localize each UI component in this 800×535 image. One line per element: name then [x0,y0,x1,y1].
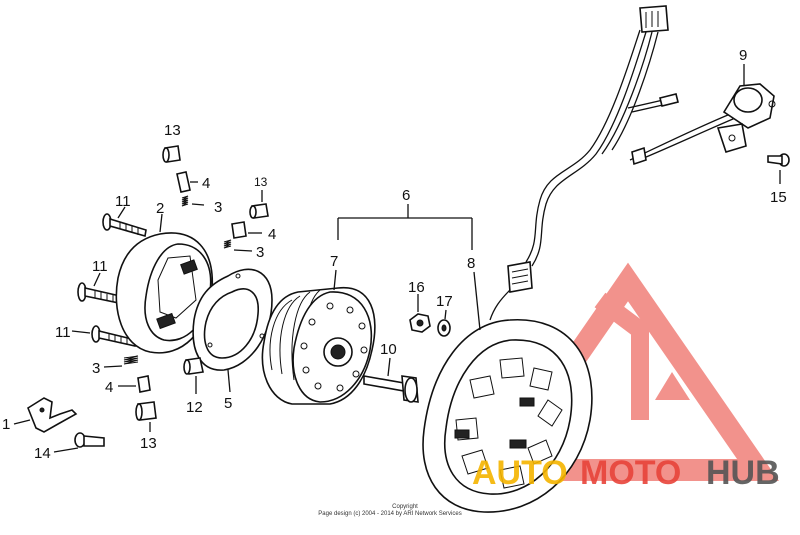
copyright-line-2: Page design (c) 2004 - 2014 by ARI Netwo… [318,511,461,517]
part-8-stator [422,319,593,513]
part-4-pin-mid [231,221,262,239]
copyright-notice: Copyright Page design (c) 2004 - 2014 by… [318,504,461,517]
copyright-line-1: Copyright [392,504,418,510]
part-3-spring-top [181,195,205,207]
callout-6: 6 [402,187,410,204]
callout-3-mid: 3 [256,244,264,261]
callout-9: 9 [739,47,747,64]
group-6-bracket [333,204,481,331]
part-12-dowel [183,357,204,394]
callout-13-mid: 13 [254,175,268,189]
watermark-hub: HUB [706,454,780,492]
part-11-bolt-upper [102,206,147,238]
callout-11-upper: 11 [115,193,131,210]
callout-1: 1 [2,416,10,433]
part-13-dowel-mid [249,190,269,219]
part-14-bolt [53,432,105,453]
watermark-moto: MOTO [580,454,681,492]
part-17-washer [437,309,451,337]
callout-8: 8 [467,255,475,272]
part-9-sensor [716,64,776,153]
part-10-bolt [363,357,419,403]
part-3-spring-mid [223,239,253,252]
part-13-dowel-top [162,145,181,163]
callout-15: 15 [770,189,787,206]
part-4-pin-lower [118,375,151,393]
part-13-dowel-lower [135,401,157,432]
callout-17: 17 [436,293,453,310]
callout-5: 5 [224,395,232,412]
callout-16: 16 [408,279,425,296]
part-11-bolt-lower [71,325,137,347]
callout-13-top: 13 [164,122,181,139]
callout-4-top: 4 [202,175,210,192]
part-7-rotor [261,286,376,405]
callout-12: 12 [186,399,203,416]
watermark-auto: AUTO [472,454,568,492]
part-5-gasket [192,268,273,393]
part-11-bolt-middle [77,272,121,304]
callout-4-lower: 4 [105,379,113,396]
part-16-nut [409,294,431,333]
callout-4-mid: 4 [268,226,276,243]
part-15-screw [767,153,790,184]
callout-3-top: 3 [214,199,222,216]
callout-3-lower: 3 [92,360,100,377]
watermark-text: AUTO MOTO HUB [472,454,780,492]
part-3-spring-lower [103,355,139,368]
callout-7: 7 [330,253,338,270]
callout-10: 10 [380,341,397,358]
part-1-bracket [13,397,78,433]
wiring-harness [489,5,741,321]
callout-14: 14 [34,445,51,462]
callout-labels: 1 2 3 3 3 4 4 4 5 6 7 8 9 10 11 11 11 12… [2,47,787,462]
part-4-pin-top [176,171,198,193]
callout-11-lower: 11 [55,324,71,341]
callout-11-middle: 11 [92,258,108,275]
callout-2: 2 [156,200,164,217]
callout-13-lower: 13 [140,435,157,452]
